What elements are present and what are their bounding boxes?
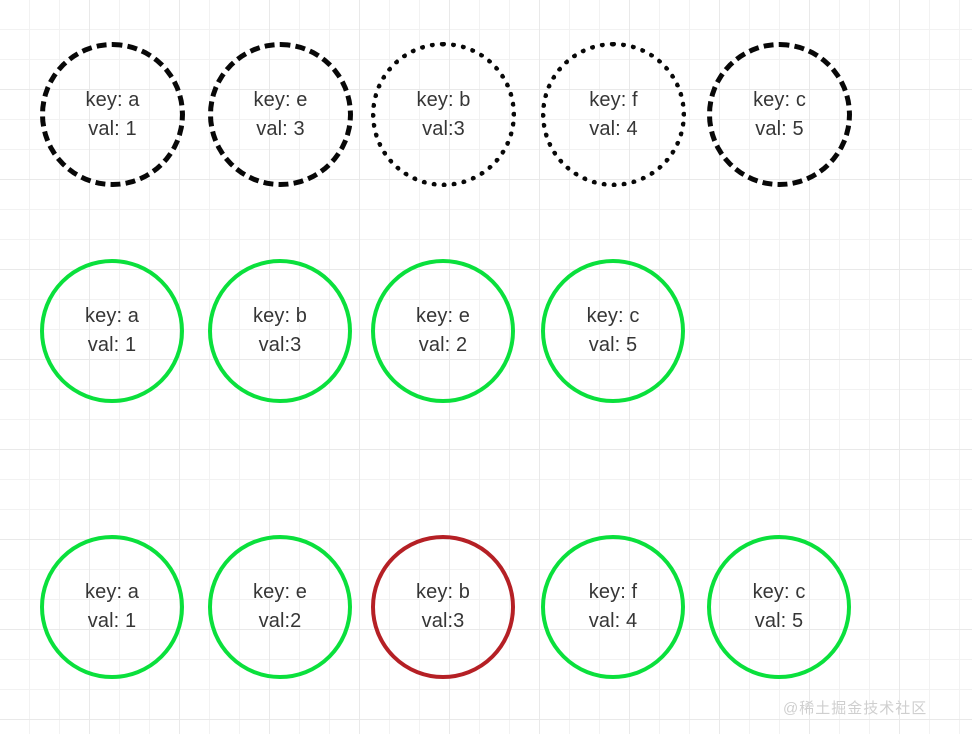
watermark: @稀土掘金技术社区 — [783, 700, 928, 717]
entry-key-label: key: c — [752, 581, 806, 603]
entry-key-label: key: f — [589, 88, 638, 111]
entry-node[interactable]: key: c val: 5 — [541, 259, 685, 403]
entry-node[interactable]: key: e val: 2 — [371, 259, 515, 403]
entry-node[interactable]: key: a val: 1 — [40, 42, 185, 187]
entry-key-label: key: a — [85, 581, 139, 603]
entry-key-label: key: f — [588, 581, 638, 603]
entry-value-label: val:3 — [258, 334, 302, 356]
entry-value-label: val:3 — [421, 610, 465, 632]
entry-value-label: val: 2 — [418, 334, 468, 356]
entry-node[interactable]: key: b val:3 — [371, 42, 516, 187]
entry-key-label: key: a — [85, 305, 139, 327]
entry-key-label: key: a — [85, 88, 140, 111]
entry-key-label: key: b — [253, 305, 307, 327]
entry-value-label: val:3 — [422, 117, 465, 140]
entry-key-label: key: b — [416, 88, 471, 111]
entry-value-label: val: 4 — [589, 117, 638, 140]
entry-key-label: key: c — [753, 88, 806, 111]
entry-node[interactable]: key: e val: 3 — [208, 42, 353, 187]
entry-value-label: val: 1 — [87, 610, 137, 632]
entry-key-label: key: e — [416, 305, 470, 327]
entry-value-label: val:2 — [258, 610, 302, 632]
entry-node[interactable]: key: b val:3 — [371, 535, 515, 679]
entry-value-label: val: 5 — [755, 117, 804, 140]
entry-value-label: val: 3 — [256, 117, 305, 140]
entry-node[interactable]: key: e val:2 — [208, 535, 352, 679]
entry-node[interactable]: key: f val: 4 — [541, 535, 685, 679]
entry-node[interactable]: key: c val: 5 — [707, 42, 852, 187]
entry-node[interactable]: key: c val: 5 — [707, 535, 851, 679]
entry-value-label: val: 4 — [588, 610, 638, 632]
entry-value-label: val: 1 — [87, 334, 137, 356]
entry-node[interactable]: key: b val:3 — [208, 259, 352, 403]
entry-key-label: key: e — [253, 581, 307, 603]
entry-value-label: val: 1 — [88, 117, 137, 140]
entry-node[interactable]: key: a val: 1 — [40, 535, 184, 679]
entry-key-label: key: e — [253, 88, 308, 111]
entry-key-label: key: b — [416, 581, 470, 603]
entry-key-label: key: c — [586, 305, 640, 327]
entry-value-label: val: 5 — [588, 334, 638, 356]
entry-node[interactable]: key: a val: 1 — [40, 259, 184, 403]
entry-value-label: val: 5 — [754, 610, 804, 632]
entry-node[interactable]: key: f val: 4 — [541, 42, 686, 187]
